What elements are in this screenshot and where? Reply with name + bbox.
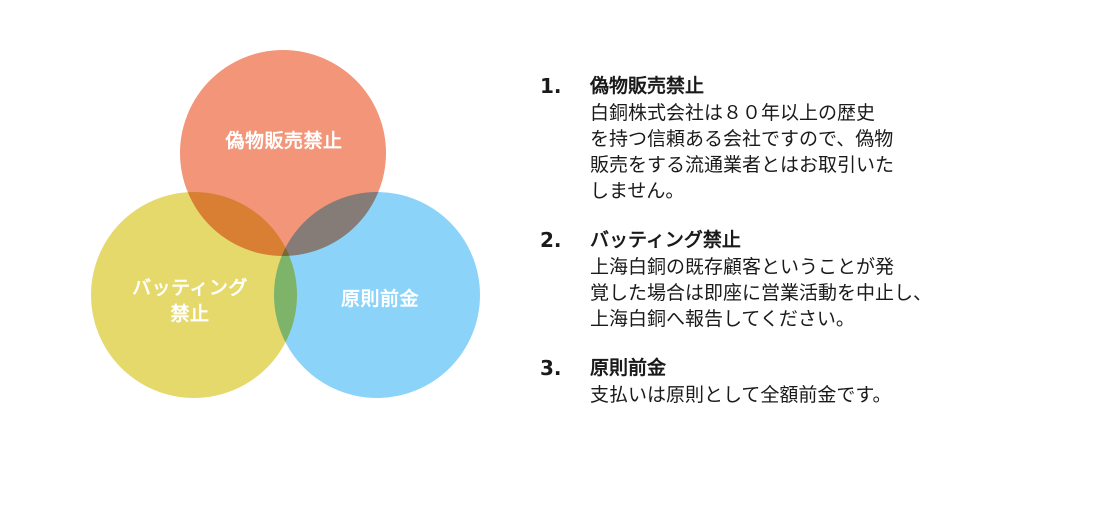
- item-title: 偽物販売禁止: [590, 75, 705, 97]
- circle-prepayment: [274, 192, 480, 398]
- circle-label-prepayment: 原則前金: [340, 288, 419, 310]
- item-number: 2.: [540, 228, 562, 252]
- item-number: 3.: [540, 356, 562, 380]
- item-title: 原則前金: [590, 357, 667, 379]
- list-item: 3. 原則前金 支払いは原則として全額前金です。: [540, 354, 1060, 408]
- circle-label-counterfeit-ban: 偽物販売禁止: [225, 130, 343, 152]
- rules-list: 1. 偽物販売禁止 白銅株式会社は８０年以上の歴史 を持つ信頼ある会社ですので、…: [540, 72, 1060, 430]
- venn-svg: [91, 50, 480, 398]
- item-body: 支払いは原則として全額前金です。: [590, 384, 892, 406]
- item-number: 1.: [540, 74, 562, 98]
- item-body: 白銅株式会社は８０年以上の歴史 を持つ信頼ある会社ですので、偽物 販売をする流通…: [590, 102, 895, 202]
- list-item: 1. 偽物販売禁止 白銅株式会社は８０年以上の歴史 を持つ信頼ある会社ですので、…: [540, 72, 1060, 204]
- item-body: 上海白銅の既存顧客ということが発 覚した場合は即座に営業活動を中止し、 上海白銅…: [590, 256, 933, 330]
- circle-label-no-competition: バッティング 禁止: [132, 277, 248, 325]
- item-title: バッティング禁止: [590, 229, 741, 251]
- list-item: 2. バッティング禁止 上海白銅の既存顧客ということが発 覚した場合は即座に営業…: [540, 226, 1060, 332]
- venn-diagram: 偽物販売禁止 バッティング 禁止 原則前金: [0, 0, 540, 515]
- circle-no-competition: [91, 192, 297, 398]
